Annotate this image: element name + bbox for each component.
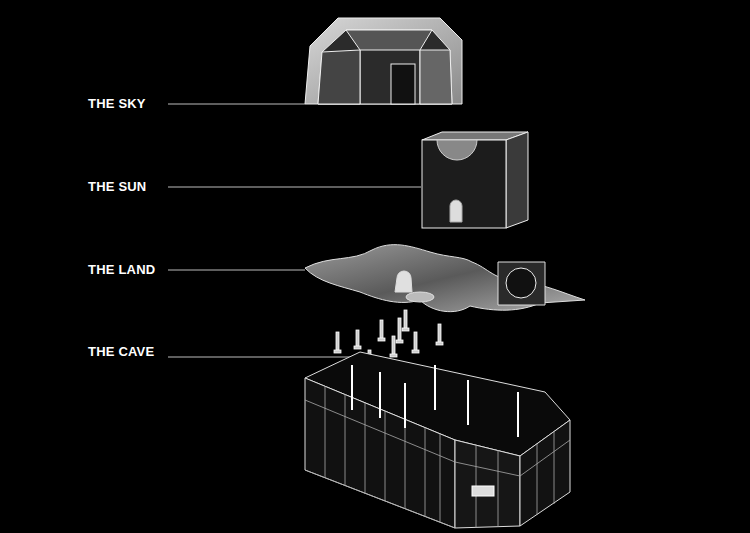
land-terrain <box>305 245 585 312</box>
column-pieces <box>334 310 443 362</box>
part-label: THE SUN <box>88 179 146 195</box>
part-label: THE CAVE <box>88 344 154 360</box>
cave-glass-box <box>305 352 570 528</box>
sun-volume <box>422 132 528 228</box>
sky-volume <box>305 18 462 104</box>
part-label: THE SKY <box>88 96 146 112</box>
leader-lines <box>168 104 421 357</box>
part-label: THE LAND <box>88 262 155 278</box>
